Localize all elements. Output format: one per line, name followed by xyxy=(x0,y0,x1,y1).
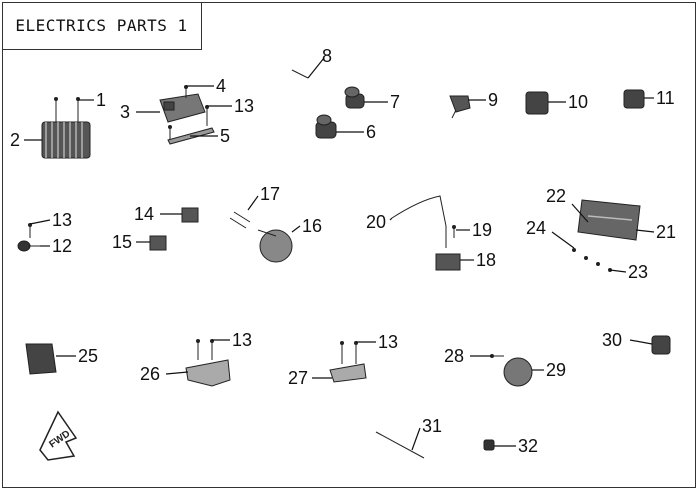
part-16-horn xyxy=(229,211,293,263)
part-sockets xyxy=(315,86,365,139)
part-15-relay xyxy=(149,235,167,251)
page-title: ELECTRICS PARTS 1 xyxy=(15,16,188,35)
part-29-horn xyxy=(490,354,533,387)
part-regulator xyxy=(41,97,91,159)
part-11-relay xyxy=(623,89,645,109)
callout-13b: 13 xyxy=(52,210,72,230)
callout-19: 19 xyxy=(472,220,492,240)
part-12-sensor xyxy=(17,223,40,252)
callout-23: 23 xyxy=(628,262,648,282)
callout-7: 7 xyxy=(390,92,400,112)
callout-11: 11 xyxy=(656,88,675,108)
callout-9: 9 xyxy=(488,90,498,110)
part-14-relay xyxy=(181,207,199,223)
part-27-bracket xyxy=(329,341,367,383)
callout-28: 28 xyxy=(444,346,464,366)
part-26-bracket xyxy=(185,339,231,387)
callout-8: 8 xyxy=(322,46,332,66)
callout-27: 27 xyxy=(288,368,308,388)
part-ignition-coil xyxy=(391,195,461,271)
title-box: ELECTRICS PARTS 1 xyxy=(2,2,202,50)
callout-18: 18 xyxy=(476,250,496,270)
leader-lines xyxy=(24,57,655,451)
part-25-switch xyxy=(25,343,57,375)
callout-16: 16 xyxy=(302,216,322,236)
callout-25: 25 xyxy=(78,346,98,366)
callout-3: 3 xyxy=(120,102,130,122)
callout-6: 6 xyxy=(366,122,376,142)
callout-29: 29 xyxy=(546,360,566,380)
callout-17: 17 xyxy=(260,184,280,204)
callout-14: 14 xyxy=(134,204,154,224)
callout-13d: 13 xyxy=(378,332,398,352)
callout-32: 32 xyxy=(518,436,538,456)
sheet-border xyxy=(2,2,696,488)
callout-1: 1 xyxy=(96,90,106,110)
part-31-wire xyxy=(375,431,425,459)
callout-13a: 13 xyxy=(234,96,254,116)
part-ecu xyxy=(159,85,215,145)
part-10-switch xyxy=(525,91,549,115)
callout-26: 26 xyxy=(140,364,160,384)
callout-21: 21 xyxy=(656,222,676,242)
callout-22: 22 xyxy=(546,186,566,206)
callout-13c: 13 xyxy=(232,330,252,350)
part-30-relay xyxy=(651,335,671,355)
callout-labels: 1 2 3 4 13 5 8 7 6 9 10 11 13 12 14 15 1… xyxy=(10,46,676,456)
part-8-wire xyxy=(291,69,309,79)
callout-20: 20 xyxy=(366,212,386,232)
callout-31: 31 xyxy=(422,416,442,436)
callout-5: 5 xyxy=(220,126,230,146)
part-9-sensor xyxy=(449,95,471,119)
fwd-direction-badge: FWD xyxy=(39,410,78,461)
callout-2: 2 xyxy=(10,130,20,150)
callout-4: 4 xyxy=(216,76,226,96)
part-32-clip xyxy=(483,439,495,451)
part-dashboard xyxy=(572,199,641,272)
callout-30: 30 xyxy=(602,330,622,350)
callout-12: 12 xyxy=(52,236,72,256)
callout-15: 15 xyxy=(112,232,132,252)
callout-24: 24 xyxy=(526,218,546,238)
callout-10: 10 xyxy=(568,92,588,112)
